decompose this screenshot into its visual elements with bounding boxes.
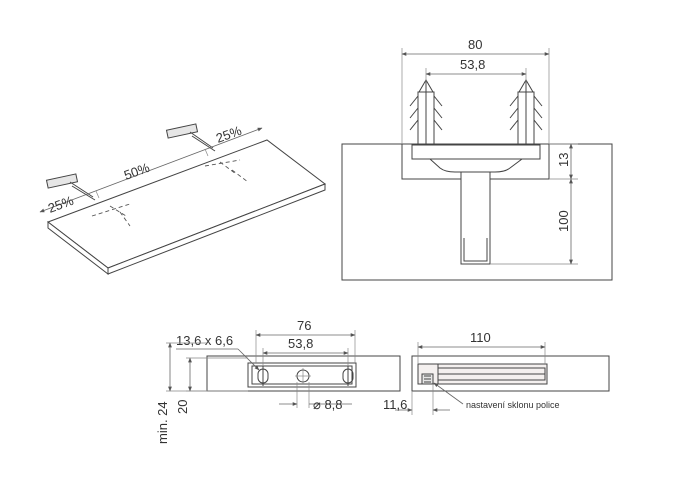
side-view: 110 11,6 nastavení sklonu police: [383, 330, 610, 415]
dim-76-label: 76: [297, 318, 311, 333]
shelf-side-face: [47, 220, 109, 276]
dim-53-8-label: 53,8: [460, 57, 485, 72]
front-plate: [247, 362, 357, 388]
mounting-plate: [411, 144, 541, 160]
pct-right-label: 25%: [214, 123, 244, 146]
dim-20-label: 20: [175, 400, 190, 414]
support-rod: [460, 171, 491, 265]
dowel-right: [509, 79, 543, 146]
shelf-edge-outline: [206, 355, 401, 392]
dim-11-6-label: 11,6: [383, 397, 407, 412]
tilt-note-label: nastavení sklonu police: [466, 400, 560, 410]
slot-size-label: 13,6 x 6,6: [176, 333, 233, 348]
front-view: 76 53,8 13,6 x 6,6 ⌀ 8,8 min. 24 20: [155, 318, 401, 444]
bracket-right: [165, 123, 216, 152]
dim-13-label: 13: [556, 153, 571, 167]
perspective-view: 25% 50% 25%: [39, 123, 327, 276]
dowel-left: [409, 79, 443, 146]
front-dim-53-8-label: 53,8: [288, 336, 313, 351]
pct-middle-label: 50%: [122, 160, 152, 183]
dim-110-label: 110: [470, 330, 491, 345]
section-view: 80 53,8 13 100: [341, 37, 613, 281]
hole-dim-label: ⌀ 8,8: [313, 397, 343, 412]
dim-min24-label: min. 24: [155, 401, 170, 444]
pct-left-label: 25%: [46, 193, 76, 216]
side-shelf-outline: [411, 355, 610, 392]
perspective-dim-line: [39, 127, 263, 213]
dim-80-label: 80: [468, 37, 482, 52]
dim-100-label: 100: [556, 210, 571, 232]
